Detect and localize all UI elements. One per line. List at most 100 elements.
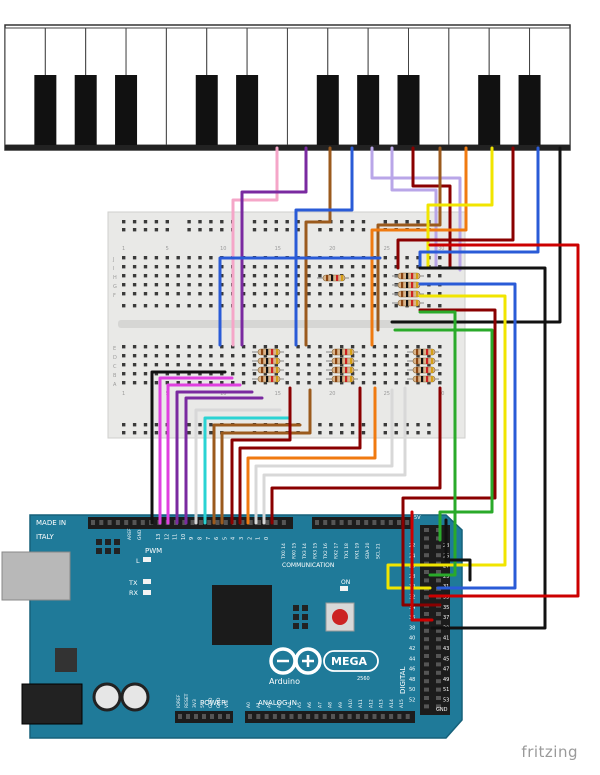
icsp-pin (114, 539, 120, 545)
header-pin (218, 714, 222, 719)
breadboard-column-number: 5 (166, 246, 169, 252)
resistor-band (345, 349, 348, 355)
piano-black-key (74, 75, 97, 145)
breadboard-hole (187, 431, 191, 435)
header-pin (115, 520, 120, 525)
resistor (412, 348, 436, 356)
wire-pink (231, 146, 279, 347)
breadboard-hole (241, 274, 246, 278)
pwm-pin-label: 1 (256, 537, 262, 540)
breadboard-hole (263, 292, 268, 296)
power-pin-label: 5V (200, 701, 206, 708)
breadboard-hole (340, 372, 344, 376)
breadboard-hole (263, 228, 268, 232)
breadboard-hole (231, 354, 235, 358)
piano-black-key (236, 75, 259, 145)
breadboard-hole (361, 381, 366, 385)
breadboard-hole (383, 274, 387, 278)
communication-pin-label: SCL 21 (376, 543, 382, 559)
header-pin (339, 520, 344, 525)
wire-green (393, 328, 494, 542)
breadboard-hole (132, 228, 137, 232)
wire-brown (376, 146, 442, 332)
digital-pin-label: 46 (409, 667, 415, 673)
header-pin (364, 714, 369, 719)
resistor-band (336, 275, 339, 281)
resistor-band (341, 275, 344, 281)
header-pin (356, 520, 360, 525)
header-pin (226, 714, 230, 719)
wire-lavender (370, 146, 462, 272)
voltage-regulator (55, 648, 77, 672)
breadboard-hole (329, 431, 333, 435)
breadboard-row-letter: H (113, 275, 117, 281)
breadboard-hole (209, 228, 213, 232)
breadboard-hole (383, 304, 387, 308)
breadboard-hole (165, 345, 169, 349)
breadboard-hole (405, 256, 409, 260)
breadboard-hole (340, 304, 344, 308)
wire-darkred (270, 386, 442, 525)
communication-pin-label: TX0 14 (281, 543, 287, 560)
breadboard-hole (252, 265, 257, 269)
breadboard-hole (318, 345, 322, 349)
breadboard-hole (285, 345, 289, 349)
breadboard-hole (318, 423, 322, 427)
header-pin (424, 620, 429, 625)
header-pin (424, 528, 429, 532)
analog-pin-label: A14 (389, 699, 395, 708)
resistor (397, 290, 421, 298)
breadboard-hole (132, 304, 137, 308)
header-pin (436, 570, 441, 574)
wire-black (390, 146, 562, 324)
breadboard-hole (361, 431, 366, 435)
header-pin (424, 536, 429, 541)
breadboard-hole (329, 363, 333, 367)
arduino-logo (269, 647, 322, 675)
breadboard-hole (307, 345, 311, 349)
breadboard-hole (329, 228, 333, 232)
resistor-band (426, 376, 429, 382)
breadboard-hole (383, 372, 387, 376)
breadboard-hole (405, 354, 409, 358)
header-pin (240, 520, 245, 525)
piano-black-key (316, 75, 339, 145)
resistor-band (416, 349, 419, 355)
resistor-band (431, 358, 434, 364)
breadboard-hole (154, 363, 159, 367)
header-pin (436, 578, 441, 583)
breadboard-hole (132, 292, 137, 296)
communication-pin-label: RX1 19 (355, 543, 361, 559)
resistor-band (431, 367, 434, 373)
pwm-pin-label: 0 (264, 537, 270, 540)
resistor-band (426, 358, 429, 364)
header-pin (397, 520, 401, 525)
breadboard-hole (274, 363, 278, 367)
breadboard-hole (296, 372, 300, 376)
breadboard-hole (187, 354, 191, 358)
pwm-pin-label: 7 (206, 537, 212, 540)
breadboard-row-letter: I (113, 266, 114, 272)
power-pin-label: 3V3 (192, 699, 198, 708)
arduino-mega: MADE IN ITALY PWM COMMUNICATION POWER AN… (1, 514, 463, 739)
breadboard-hole (143, 381, 148, 385)
fritzing-watermark: fritzing (521, 743, 578, 761)
breadboard-hole (220, 265, 224, 269)
breadboard-hole (198, 220, 202, 224)
resistor-band (421, 376, 424, 382)
breadboard-column-number: 30 (438, 246, 444, 252)
breadboard-hole (187, 256, 191, 260)
resistor (257, 375, 281, 383)
header-pin (424, 654, 429, 658)
resistor (412, 375, 436, 383)
resistor-band (271, 349, 274, 355)
breadboard-hole (241, 381, 246, 385)
breadboard-hole (143, 220, 148, 224)
reset-button-cap[interactable] (332, 609, 348, 625)
digital-pin-label: 45 (443, 656, 449, 662)
communication-pin-label: TX3 14 (302, 543, 308, 560)
digital-pin-label: 35 (443, 605, 449, 611)
analog-pin-label: A5 (297, 702, 303, 708)
breadboard-hole (438, 363, 442, 367)
header-pin (265, 520, 270, 525)
